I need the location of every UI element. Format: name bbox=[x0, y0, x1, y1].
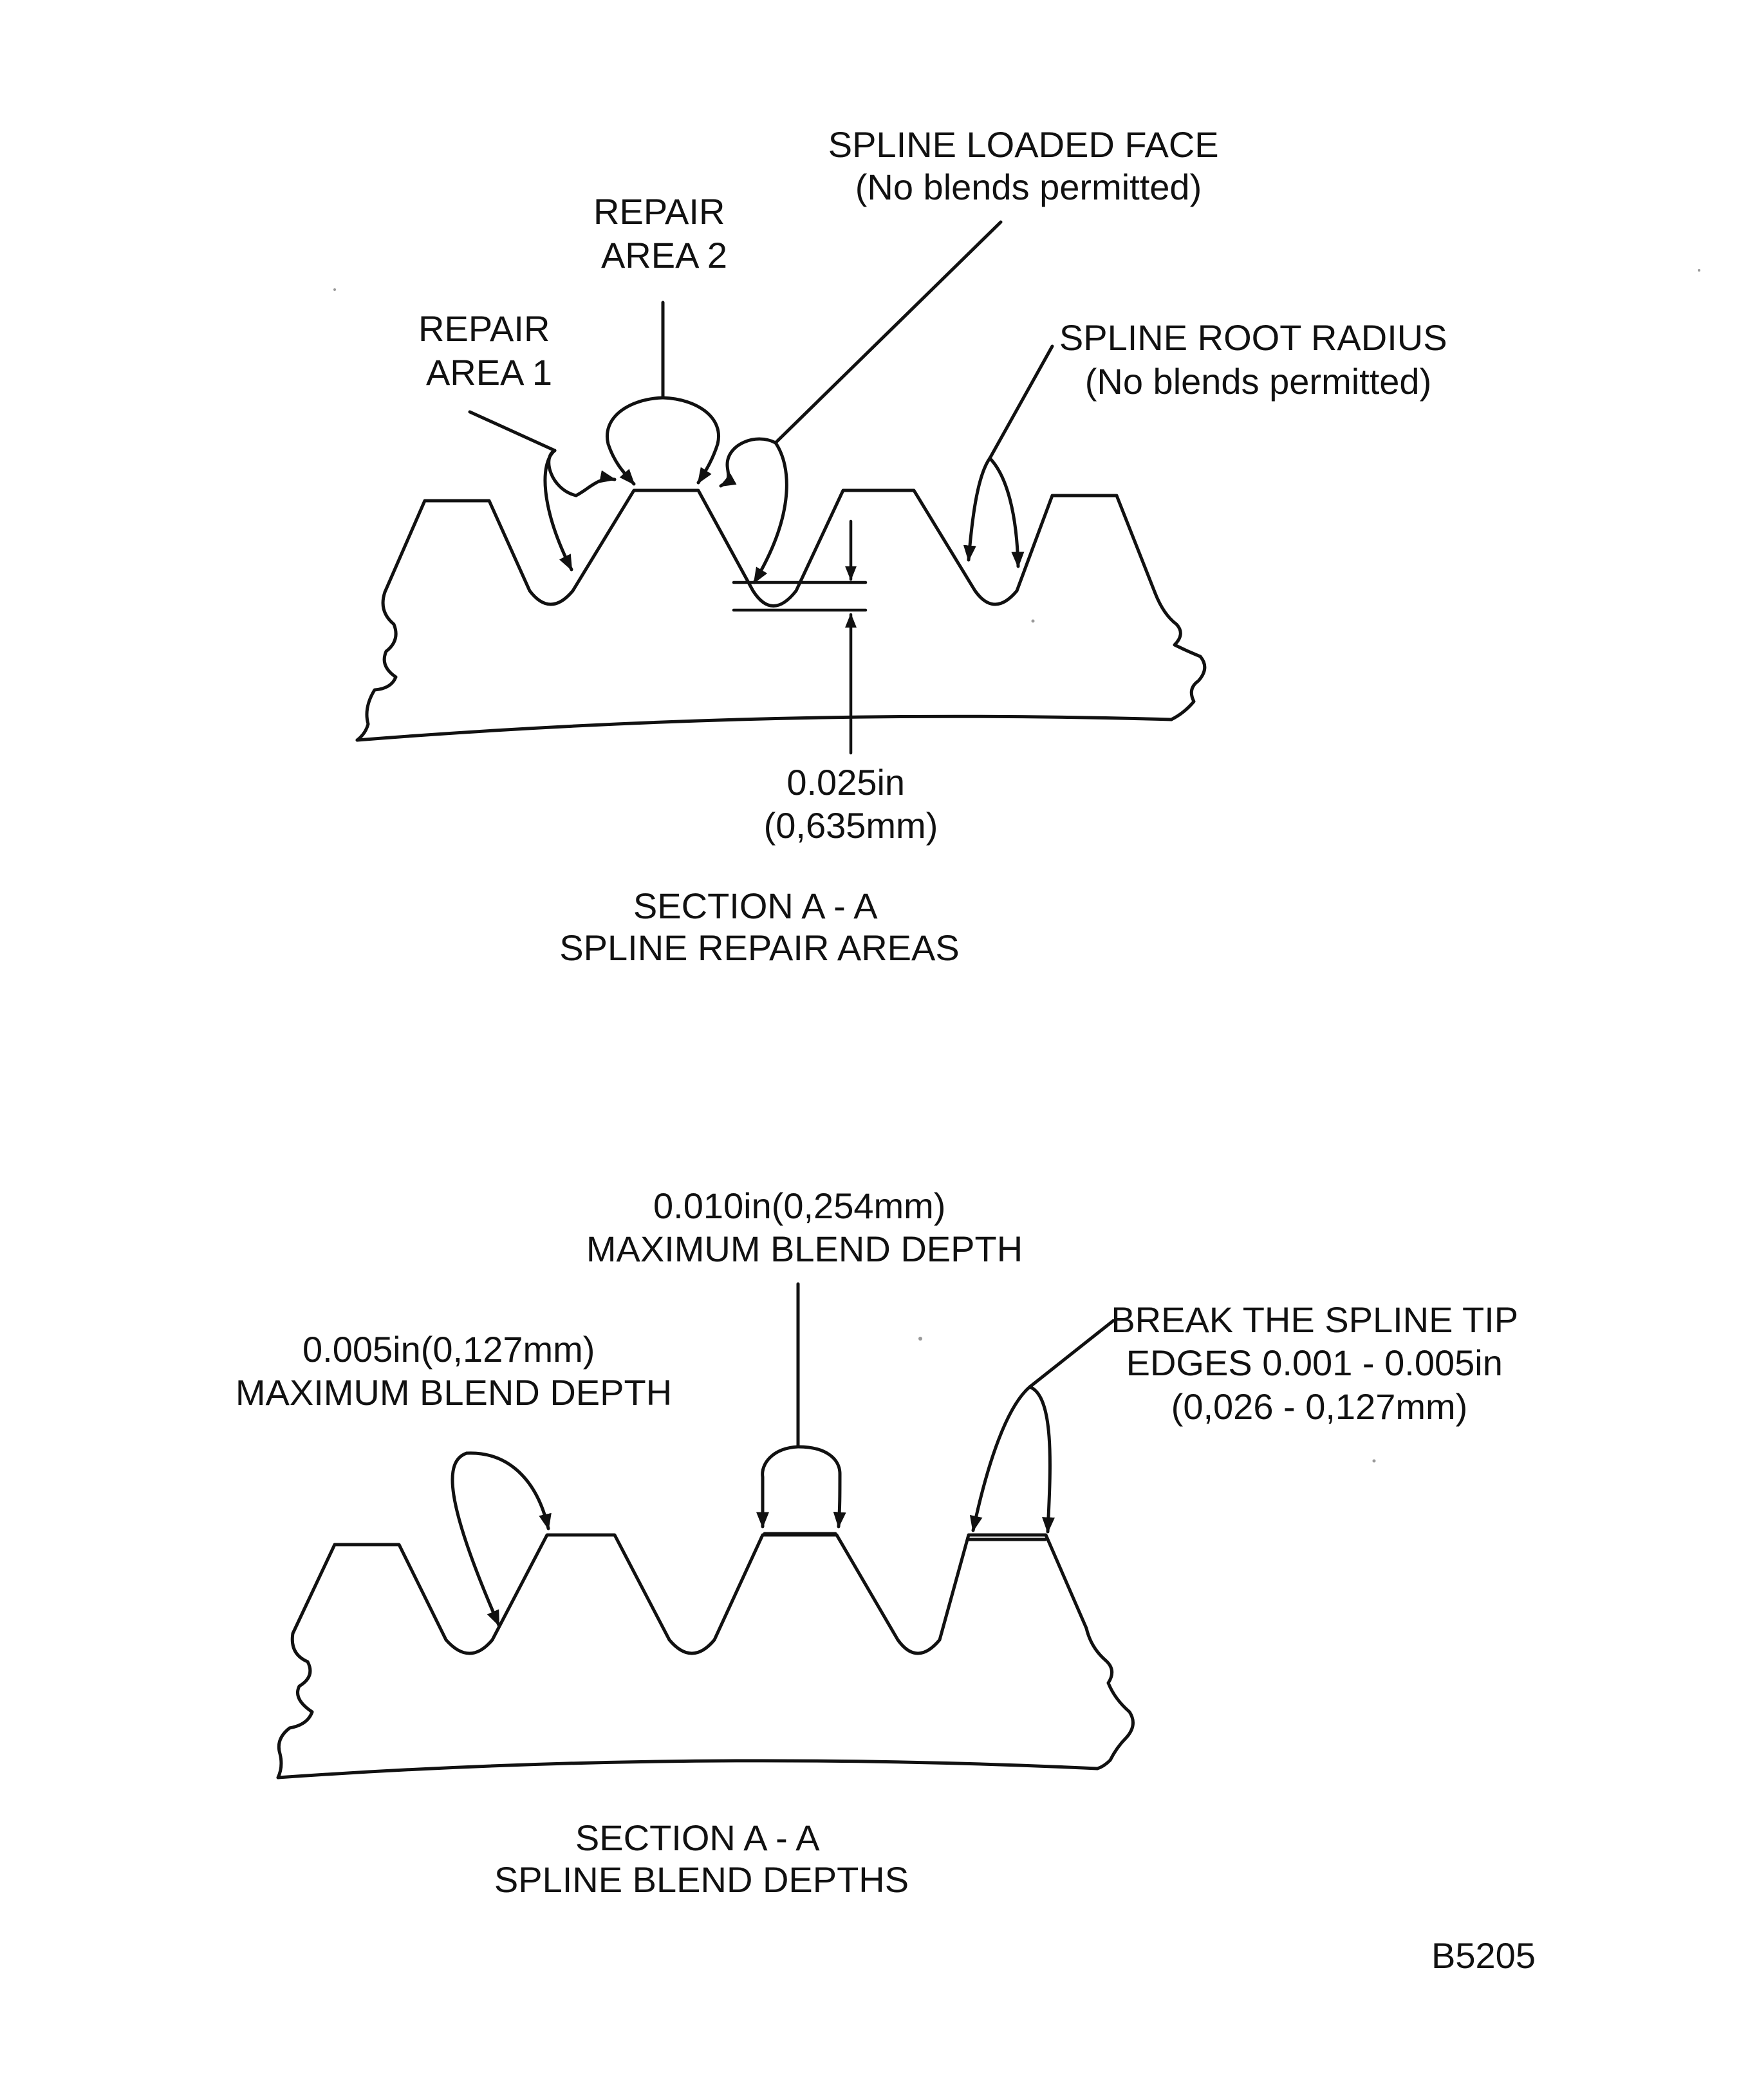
break-edge-right-top bbox=[1153, 591, 1207, 721]
label-repair-area-2: REPAIR AREA 2 bbox=[593, 191, 735, 275]
label-loaded-face: SPLINE LOADED FACE (No blends permitted) bbox=[828, 124, 1229, 207]
section-title-bottom: SECTION A - A SPLINE BLEND DEPTHS bbox=[494, 1817, 909, 1900]
label-blend-large: 0.010in(0,254mm) MAXIMUM BLEND DEPTH bbox=[586, 1185, 1023, 1269]
section-title-top: SECTION A - A SPLINE REPAIR AREAS bbox=[559, 886, 959, 968]
spline-profile-bottom bbox=[291, 1533, 1088, 1655]
label-repair-area-1: REPAIR AREA 1 bbox=[418, 308, 560, 393]
break-edge-left-top bbox=[355, 590, 398, 742]
spline-profile-top bbox=[383, 488, 1157, 608]
base-arc-top bbox=[355, 714, 1173, 742]
label-dimension-0025: 0.025in (0,635mm) bbox=[764, 762, 938, 846]
section-blend-depths: 0.005in(0,127mm) MAXIMUM BLEND DEPTH 0.0… bbox=[236, 1185, 1527, 1900]
base-arc-bottom bbox=[276, 1759, 1099, 1779]
label-root-radius: SPLINE ROOT RADIUS (No blends permitted) bbox=[1059, 317, 1457, 402]
label-break-tip: BREAK THE SPLINE TIP EDGES 0.001 - 0.005… bbox=[1111, 1299, 1527, 1427]
break-edge-left-bottom bbox=[276, 1631, 314, 1779]
section-repair-areas: REPAIR AREA 1 REPAIR AREA 2 SPLINE LOADE… bbox=[355, 124, 1457, 968]
break-edge-right-bottom bbox=[1084, 1626, 1135, 1770]
figure-id: B5205 bbox=[1431, 1935, 1536, 1976]
label-blend-small: 0.005in(0,127mm) MAXIMUM BLEND DEPTH bbox=[236, 1329, 672, 1413]
